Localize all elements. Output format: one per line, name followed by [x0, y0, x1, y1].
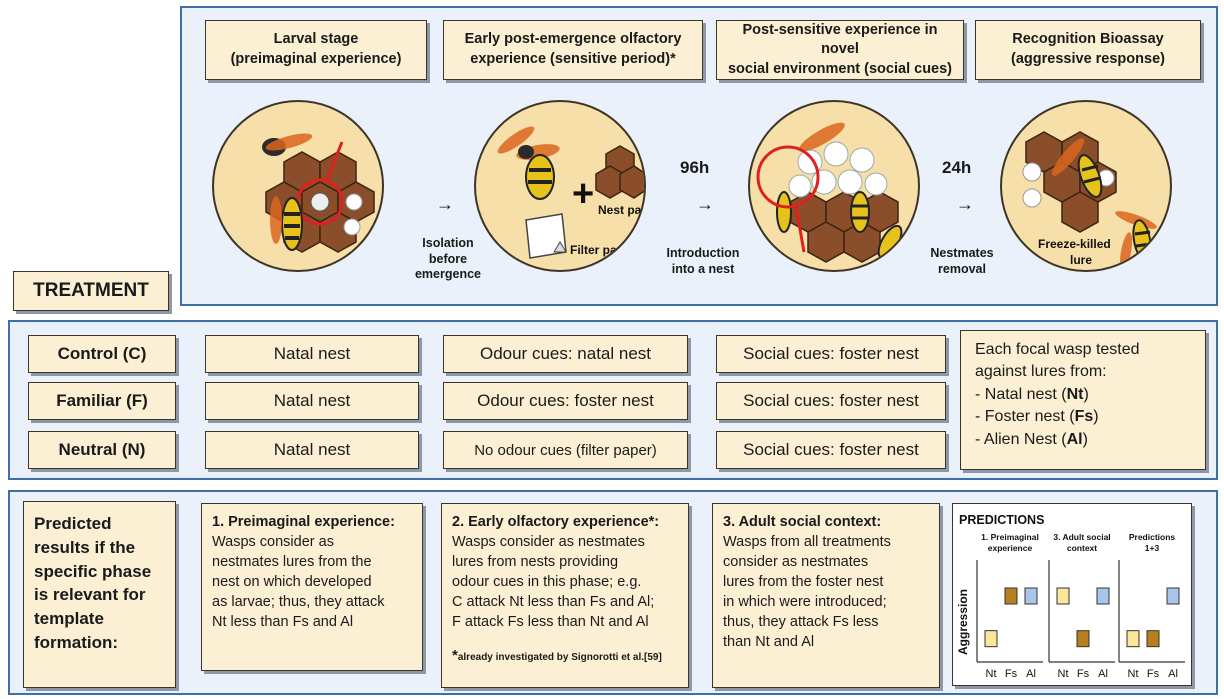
chart-bar-fs: [1005, 588, 1017, 604]
familiar-larval-cell: Natal nest: [205, 382, 419, 420]
chart-ylabel: Aggression: [956, 589, 970, 655]
nest-paper-icon: [596, 146, 646, 198]
predictions-chart: PREDICTIONS Aggression 1. Preimaginalexp…: [953, 504, 1193, 687]
olfactory-stage-illustration: + Nest paper Filter paper: [474, 100, 646, 272]
prediction-social: 3. Adult social context: Wasps from all …: [712, 503, 940, 688]
lures-intro-line1: Each focal wasp tested: [975, 339, 1191, 361]
hours-96: 96h: [680, 158, 709, 178]
lure-label-line2: lure: [1070, 253, 1092, 267]
chart-panel-title: context: [1067, 543, 1097, 553]
familiar-social-cell: Social cues: foster nest: [716, 382, 946, 420]
chart-tick-label: Nt: [1058, 668, 1069, 680]
plus-icon: +: [572, 173, 594, 215]
wasp-icon: [495, 122, 561, 199]
chart-tick-label: Fs: [1077, 668, 1090, 680]
arrow-right-icon: →: [436, 194, 454, 215]
chart-bar-nt: [985, 631, 997, 647]
footnote: *already investigated by Signorotti et a…: [452, 646, 678, 667]
treatment-familiar-label: Familiar (F): [28, 382, 176, 420]
lure-foster: - Foster nest (Fs): [975, 406, 1191, 428]
social-stage-illustration: [748, 100, 920, 272]
chart-tick-label: Al: [1168, 668, 1178, 680]
transition-isolation: Isolation before emergence: [408, 236, 488, 283]
chart-tick-label: Fs: [1005, 668, 1018, 680]
stage-header-larval: Larval stage(preimaginal experience): [205, 20, 427, 80]
chart-panel-title: 1. Preimaginal: [981, 532, 1039, 542]
chart-bar-al: [1167, 588, 1179, 604]
chart-bar-al: [1025, 588, 1037, 604]
control-olfactory-cell: Odour cues: natal nest: [443, 335, 688, 373]
chart-bar-nt: [1127, 631, 1139, 647]
chart-panel-title: experience: [988, 543, 1033, 553]
chart-panel-title: 1+3: [1145, 543, 1160, 553]
chart-bar-al: [1097, 588, 1109, 604]
chart-panel-title: 3. Adult social: [1053, 532, 1110, 542]
treatment-neutral-label: Neutral (N): [28, 431, 176, 469]
lures-box: Each focal wasp tested against lures fro…: [960, 330, 1206, 470]
chart-tick-label: Al: [1026, 668, 1036, 680]
chart-bar-fs: [1077, 631, 1089, 647]
transition-introduction: Introduction into a nest: [660, 246, 746, 277]
transition-removal: Nestmates removal: [922, 246, 1002, 277]
lure-label-line1: Freeze-killed: [1038, 237, 1111, 251]
neutral-olfactory-cell: No odour cues (filter paper): [443, 431, 688, 469]
stage-header-bioassay: Recognition Bioassay(aggressive response…: [975, 20, 1201, 80]
prediction-olfactory: 2. Early olfactory experience*: Wasps co…: [441, 503, 689, 688]
nest-paper-label: Nest paper: [598, 203, 646, 217]
treatment-control-label: Control (C): [28, 335, 176, 373]
chart-tick-label: Al: [1098, 668, 1108, 680]
control-social-cell: Social cues: foster nest: [716, 335, 946, 373]
arrow-right-icon: →: [696, 194, 714, 215]
lure-natal: - Natal nest (Nt): [975, 384, 1191, 406]
chart-bar-fs: [1147, 631, 1159, 647]
chart-title: PREDICTIONS: [959, 513, 1044, 527]
neutral-social-cell: Social cues: foster nest: [716, 431, 946, 469]
treatment-label: TREATMENT: [13, 271, 169, 311]
prediction-preimaginal: 1. Preimaginal experience: Wasps conside…: [201, 503, 423, 671]
arrow-right-icon: →: [956, 194, 974, 215]
bioassay-illustration: Freeze-killed lure: [1000, 100, 1172, 272]
larval-stage-illustration: [212, 100, 384, 272]
chart-panel-title: Predictions: [1129, 532, 1176, 542]
lure-alien: - Alien Nest (Al): [975, 429, 1191, 451]
chart-tick-label: Nt: [1128, 668, 1139, 680]
control-larval-cell: Natal nest: [205, 335, 419, 373]
chart-tick-label: Nt: [986, 668, 997, 680]
familiar-olfactory-cell: Odour cues: foster nest: [443, 382, 688, 420]
predicted-results-label: Predicted results if the specific phase …: [23, 501, 176, 688]
chart-tick-label: Fs: [1147, 668, 1160, 680]
filter-paper-icon: [526, 214, 566, 258]
hours-24: 24h: [942, 158, 971, 178]
chart-bar-nt: [1057, 588, 1069, 604]
lures-intro-line2: against lures from:: [975, 361, 1191, 383]
neutral-larval-cell: Natal nest: [205, 431, 419, 469]
nest-comb-with-wasp: [214, 102, 384, 272]
